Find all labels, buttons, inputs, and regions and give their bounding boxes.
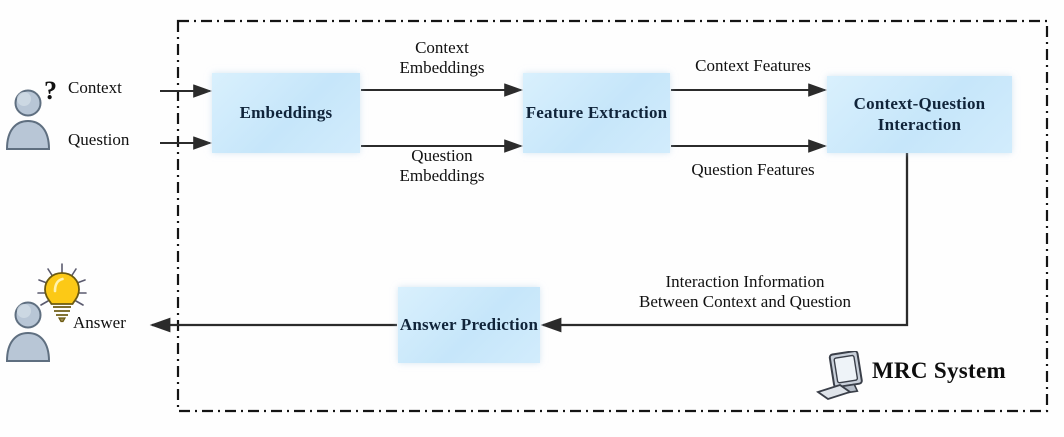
computer-icon [815,350,872,408]
user-icon [4,300,52,367]
edge-label-context-features: Context Features [695,56,811,75]
node-embeddings-label: Embeddings [239,102,333,122]
output-label-answer: Answer [73,313,126,332]
node-answer-prediction[interactable]: Answer Prediction [398,287,540,363]
question-mark-glyph: ? [44,76,57,105]
node-context-question-interaction-label: Context-Question Interaction [853,94,986,134]
edge-label-question-features: Question Features [691,160,815,179]
edge-label-question-embeddings: Question Embeddings [399,146,485,185]
node-feature-extraction[interactable]: Feature Extraction [523,73,670,153]
lightbulb-icon [34,262,90,329]
edge-label-context-embeddings: Context Embeddings [399,38,485,77]
node-context-question-interaction[interactable]: Context-Question Interaction [827,76,1012,153]
user-icon [4,88,52,155]
node-answer-prediction-label: Answer Prediction [399,314,539,334]
mrc-system-label: MRC System [872,358,1006,383]
input-label-context: Context [68,78,122,97]
edge-label-interaction-information: Interaction Information Between Context … [639,272,851,311]
question-mark-icon: ? [44,76,57,106]
node-feature-extraction-label: Feature Extraction [525,102,668,122]
node-embeddings[interactable]: Embeddings [212,73,360,153]
input-label-question: Question [68,130,130,149]
